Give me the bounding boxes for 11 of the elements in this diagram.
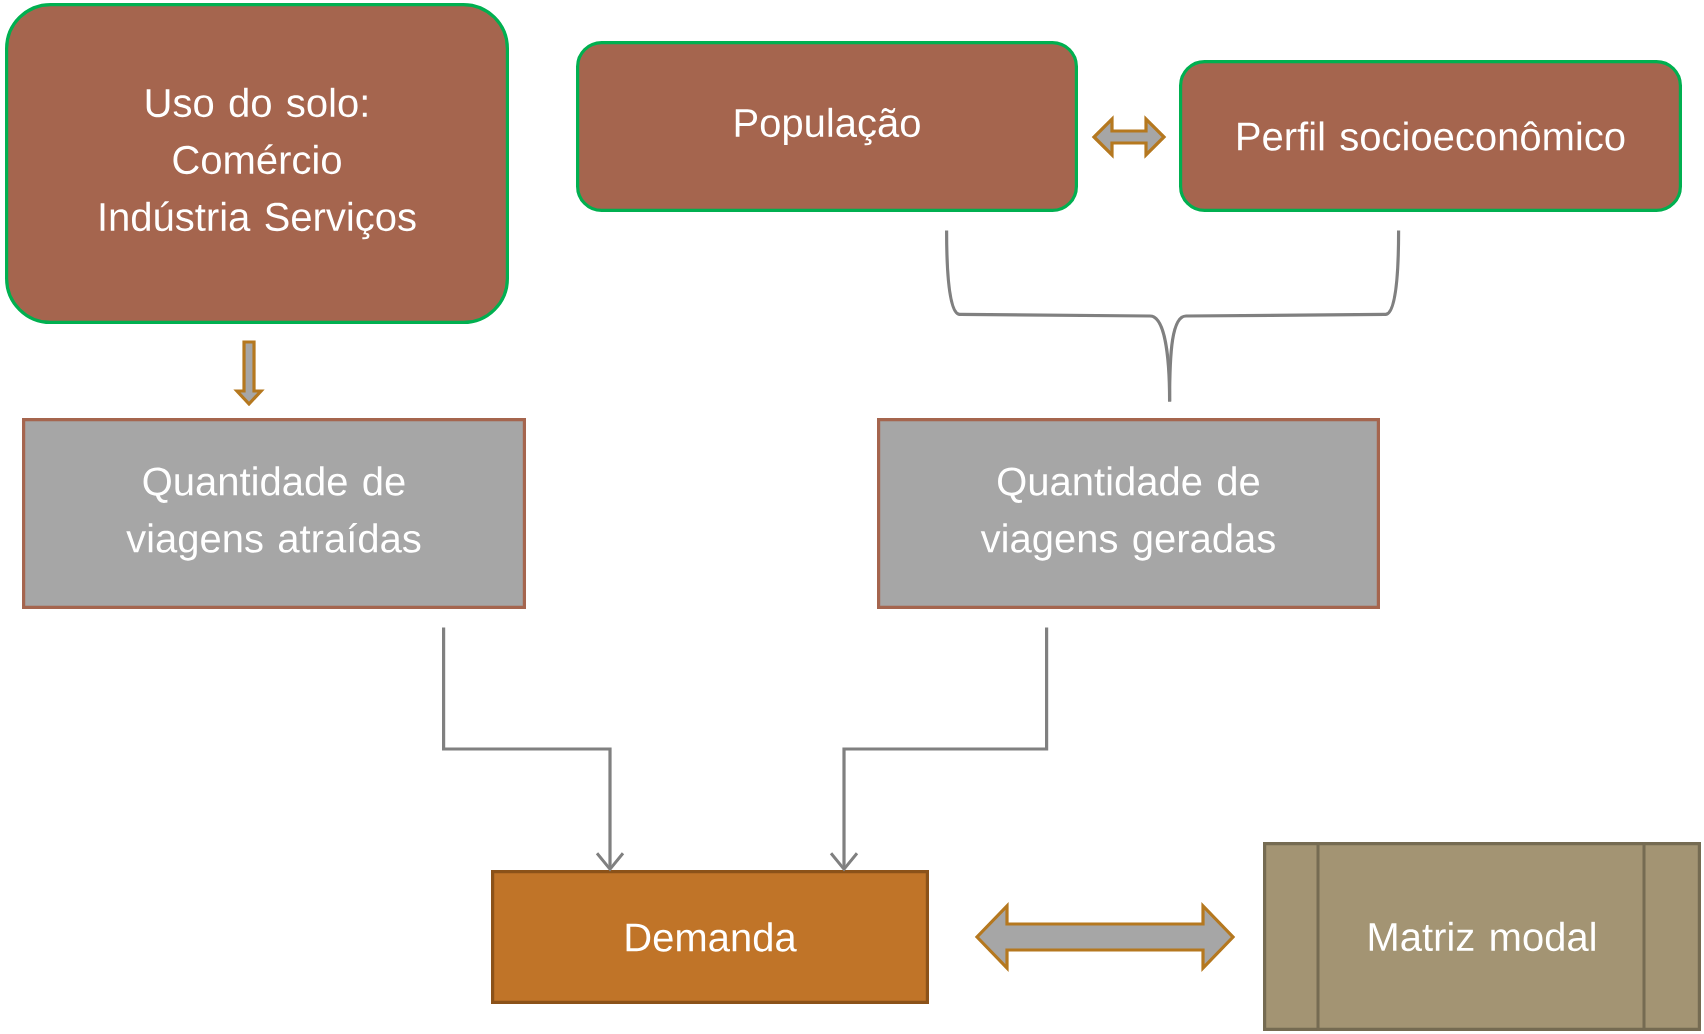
process-box: Demanda — [491, 870, 929, 1004]
subprocess-box: Matriz modal — [1263, 840, 1701, 1033]
brace-connector — [1168, 230, 1401, 402]
process-box: Quantidade de viagens geradas — [877, 418, 1380, 609]
process-box: Quantidade de viagens atraídas — [22, 418, 526, 609]
connector-arrow — [442, 627, 625, 872]
block-arrow — [233, 340, 265, 407]
rounded-box: Perfil socioeconômico — [1179, 60, 1682, 212]
rounded-box: Uso do solo: Comércio Indústria Serviços — [5, 3, 509, 324]
rounded-box: População — [576, 41, 1078, 212]
connector-arrow — [829, 627, 1049, 872]
